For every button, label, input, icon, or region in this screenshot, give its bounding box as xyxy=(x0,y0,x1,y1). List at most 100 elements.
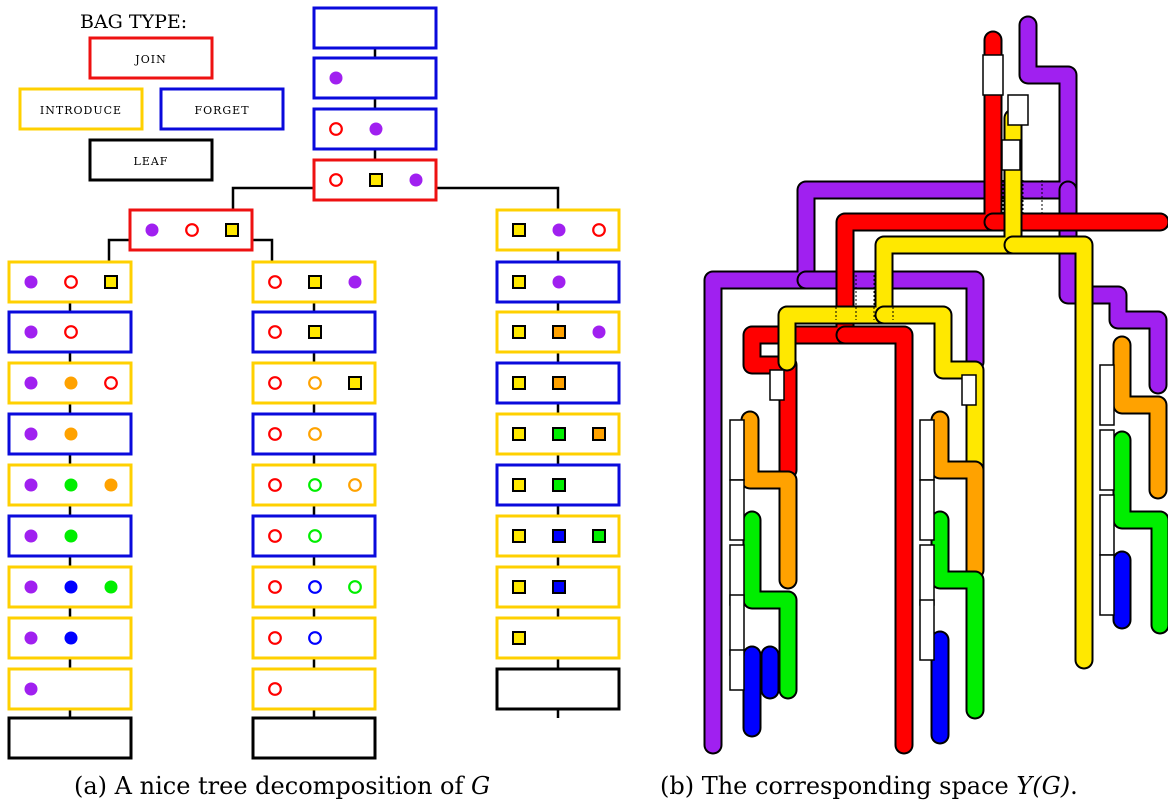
yellow-square-vertex xyxy=(308,275,322,289)
yellow-square-vertex xyxy=(512,580,526,594)
yellow-tube xyxy=(779,110,1021,370)
column-b-bag-4 xyxy=(251,463,377,507)
green-square-vertex xyxy=(552,427,566,441)
yellow-square-vertex xyxy=(308,325,322,339)
right-bag-8 xyxy=(495,616,621,660)
orange-open-vertex xyxy=(348,478,362,492)
green-filled-vertex xyxy=(64,478,78,492)
yellow-square-vertex xyxy=(512,325,526,339)
yellow-square-vertex xyxy=(512,478,526,492)
right-bag-9 xyxy=(495,667,621,711)
column-b-bag-9 xyxy=(251,716,377,760)
orange-square-vertex xyxy=(552,325,566,339)
green-filled-vertex xyxy=(64,529,78,543)
right-bag-3 xyxy=(495,361,621,405)
purple-filled-vertex xyxy=(329,71,343,85)
column-b-bag-7 xyxy=(251,616,377,660)
junction-patch xyxy=(1099,494,1115,556)
green-tube xyxy=(744,512,796,698)
caption-a: (a) A nice tree decomposition of G xyxy=(74,772,490,800)
red-open-vertex xyxy=(268,529,282,543)
junction-patch xyxy=(982,54,1004,96)
orange-tube xyxy=(1114,337,1166,498)
orange-tube xyxy=(932,412,983,578)
leaf-bag xyxy=(251,716,377,760)
red-open-vertex xyxy=(64,275,78,289)
junction-patch xyxy=(1099,554,1115,616)
purple-filled-vertex xyxy=(552,223,566,237)
purple-filled-vertex xyxy=(24,478,38,492)
yellow-square-vertex xyxy=(512,376,526,390)
legend-leaf-label: LEAF xyxy=(134,155,169,168)
caption-a-text: (a) A nice tree decomposition of xyxy=(74,772,472,800)
column-b-bag-3 xyxy=(251,412,377,456)
red-open-vertex xyxy=(185,223,199,237)
yellow-square-vertex xyxy=(512,427,526,441)
junction-patch xyxy=(1099,364,1115,426)
yellow-square-vertex xyxy=(348,376,362,390)
junction-patch xyxy=(1007,94,1029,126)
column-b-bag-0 xyxy=(251,260,377,304)
junction-patch xyxy=(919,479,935,541)
column-a-bag-0 xyxy=(7,260,133,304)
column-a-bag-5 xyxy=(7,514,133,558)
red-open-vertex xyxy=(268,427,282,441)
yellow-square-vertex xyxy=(369,173,383,187)
caption-a-math: G xyxy=(471,772,491,800)
tree-decomposition xyxy=(7,6,621,760)
red-tube-outline xyxy=(835,325,914,755)
orange-tube xyxy=(742,412,796,588)
space-y-of-g xyxy=(703,15,1168,755)
junction-patch xyxy=(919,599,935,661)
red-open-vertex xyxy=(268,631,282,645)
yellow-square-vertex xyxy=(225,223,239,237)
purple-filled-vertex xyxy=(552,275,566,289)
column-b-bag-2 xyxy=(251,361,377,405)
column-a-bag-3 xyxy=(7,412,133,456)
purple-filled-vertex xyxy=(348,275,362,289)
column-a-bag-6 xyxy=(7,565,133,609)
forget-bag xyxy=(312,6,438,50)
legend-introduce-label: INTRODUCE xyxy=(40,104,122,117)
bag-type-legend: BAG TYPE: JOIN INTRODUCE FORGET LEAF xyxy=(18,11,285,182)
blue-open-vertex xyxy=(308,580,322,594)
purple-filled-vertex xyxy=(24,631,38,645)
orange-filled-vertex xyxy=(104,478,118,492)
column-a-bag-7 xyxy=(7,616,133,660)
green-open-vertex xyxy=(348,580,362,594)
column-b-bag-1 xyxy=(251,310,377,354)
legend-join-box xyxy=(88,36,214,80)
purple-filled-vertex xyxy=(24,529,38,543)
red-tube xyxy=(744,32,1001,478)
green-filled-vertex xyxy=(104,580,118,594)
junction-patch xyxy=(729,594,745,656)
purple-filled-vertex xyxy=(145,223,159,237)
top-bag-3 xyxy=(312,158,438,202)
red-open-vertex xyxy=(268,580,282,594)
red-tube xyxy=(837,327,912,753)
red-open-vertex xyxy=(268,376,282,390)
red-open-vertex xyxy=(592,223,606,237)
junction-patch xyxy=(729,479,745,541)
column-b-bag-5 xyxy=(251,514,377,558)
yellow-square-vertex xyxy=(512,223,526,237)
right-bag-7 xyxy=(495,565,621,609)
yellow-tube-outline xyxy=(1003,235,1094,670)
junction-patch xyxy=(729,649,745,691)
green-tube xyxy=(932,512,983,718)
green-open-vertex xyxy=(308,478,322,492)
orange-square-vertex xyxy=(592,427,606,441)
red-open-vertex xyxy=(268,682,282,696)
green-square-vertex xyxy=(592,529,606,543)
column-a-bag-9 xyxy=(7,716,133,760)
right-bag-5 xyxy=(495,463,621,507)
purple-filled-vertex xyxy=(24,427,38,441)
orange-open-vertex xyxy=(308,427,322,441)
yellow-square-vertex xyxy=(512,275,526,289)
junction-patch xyxy=(919,419,935,481)
red-open-vertex xyxy=(329,173,343,187)
purple-filled-vertex xyxy=(409,173,423,187)
purple-tube xyxy=(798,272,983,370)
caption-b-end: . xyxy=(1070,772,1078,800)
